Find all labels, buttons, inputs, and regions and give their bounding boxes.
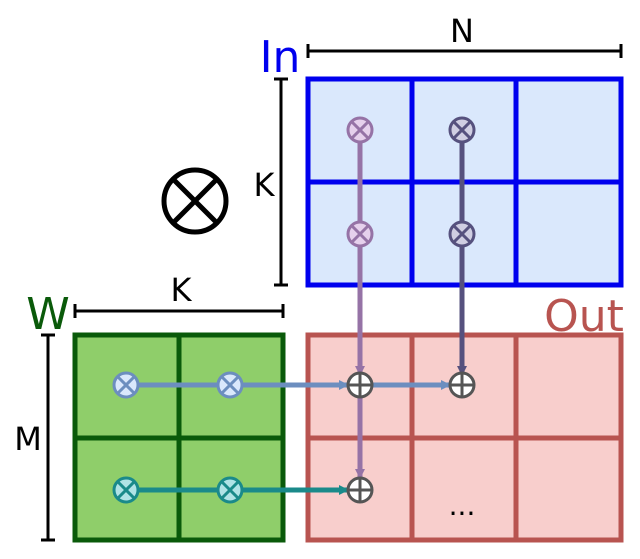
multiply-node-icon — [346, 220, 374, 248]
label-n: N — [450, 12, 474, 50]
label-k-horizontal: K — [171, 271, 193, 309]
w-matrix — [72, 332, 286, 543]
dimension-k-vertical — [274, 77, 288, 287]
label-w: W — [26, 289, 70, 340]
multiply-node-icon — [448, 220, 476, 248]
add-node-icon — [346, 371, 374, 399]
label-m: M — [14, 420, 42, 458]
multiply-node-icon — [346, 116, 374, 144]
label-k-vertical: K — [254, 166, 276, 204]
add-node-icon — [346, 476, 374, 504]
label-in: In — [260, 32, 301, 83]
label-out: Out — [544, 291, 624, 342]
dimension-n — [306, 44, 623, 58]
multiply-node-icon — [216, 476, 244, 504]
multiply-node-icon — [216, 371, 244, 399]
multiply-operator-icon — [161, 167, 229, 235]
dimension-k-horizontal — [73, 304, 285, 318]
dimension-m — [41, 333, 55, 542]
ellipsis: ... — [449, 489, 476, 522]
multiply-node-icon — [448, 116, 476, 144]
multiply-node-icon — [112, 371, 140, 399]
multiply-node-icon — [112, 476, 140, 504]
add-node-icon — [448, 371, 476, 399]
